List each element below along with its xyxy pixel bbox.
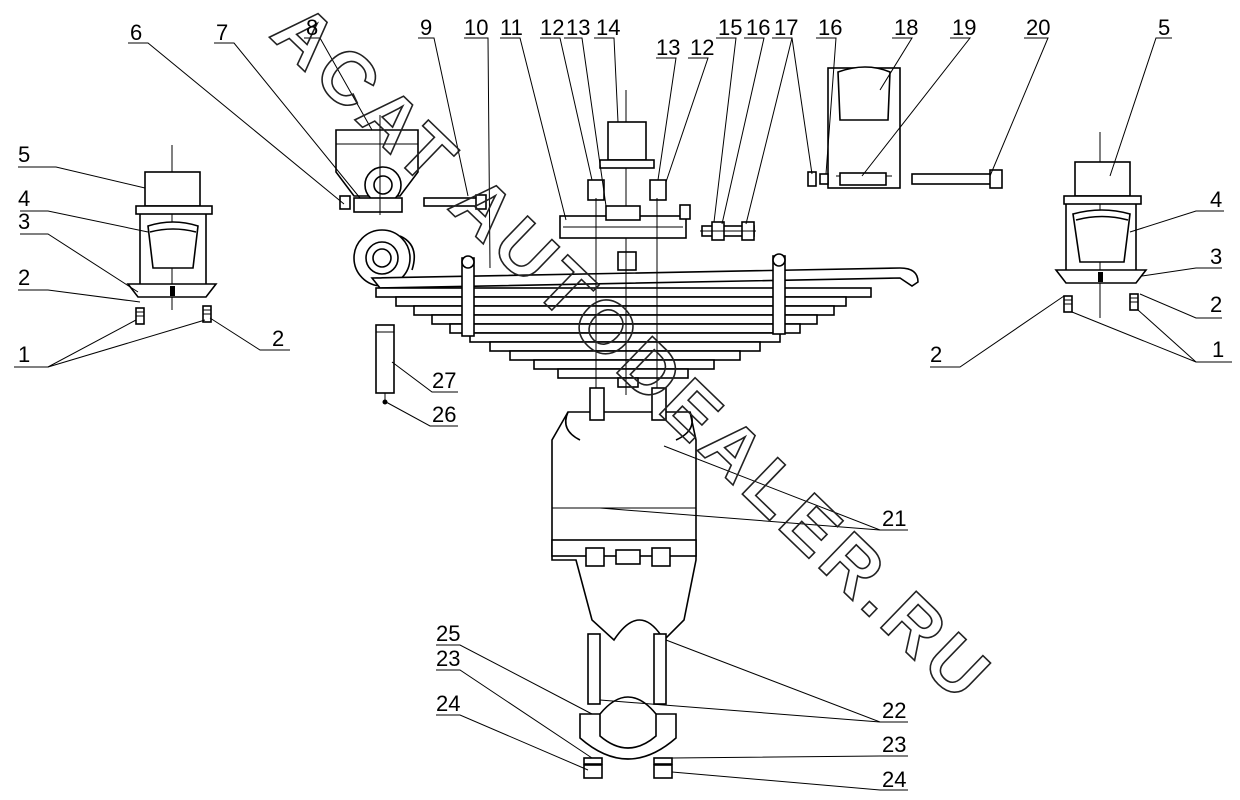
callout-3: 3 <box>1210 244 1222 269</box>
leader-lines <box>14 37 1232 791</box>
callout-17: 17 <box>774 15 798 40</box>
callout-16: 16 <box>746 15 770 40</box>
callout-13: 13 <box>566 15 590 40</box>
callout-1: 1 <box>1212 337 1224 362</box>
callout-23: 23 <box>436 646 460 671</box>
callout-26: 26 <box>432 402 456 427</box>
callout-5: 5 <box>1158 15 1170 40</box>
callout-6: 6 <box>130 20 142 45</box>
callout-10: 10 <box>464 15 488 40</box>
top-saddle-assembly <box>559 90 691 400</box>
callout-12: 12 <box>540 15 564 40</box>
axle-bracket <box>551 387 697 779</box>
front-bracket-assembly <box>335 115 487 215</box>
callout-5: 5 <box>18 142 30 167</box>
callout-21: 21 <box>882 506 906 531</box>
shackle-pin-assembly <box>375 324 395 405</box>
callout-20: 20 <box>1026 15 1050 40</box>
callout-23: 23 <box>882 732 906 757</box>
callout-22: 22 <box>882 698 906 723</box>
leaf-spring <box>353 229 919 388</box>
callout-2: 2 <box>18 265 30 290</box>
callout-8: 8 <box>306 15 318 40</box>
callout-15: 15 <box>718 15 742 40</box>
callout-11: 11 <box>500 15 523 40</box>
callout-labels: 1 2 3 4 5 2 6 7 8 9 10 11 12 13 14 13 12… <box>18 15 1224 792</box>
callout-27: 27 <box>432 368 456 393</box>
callout-24: 24 <box>436 691 460 716</box>
callout-2: 2 <box>930 342 942 367</box>
callout-24: 24 <box>882 767 906 792</box>
callout-13: 13 <box>656 35 680 60</box>
callout-2: 2 <box>1210 292 1222 317</box>
callout-16: 16 <box>818 15 842 40</box>
callout-2: 2 <box>272 326 284 351</box>
callout-1: 1 <box>18 342 30 367</box>
callout-9: 9 <box>420 15 432 40</box>
callout-19: 19 <box>952 15 976 40</box>
callout-3: 3 <box>18 209 30 234</box>
left-bumper-assembly <box>126 145 218 325</box>
callout-4: 4 <box>1210 187 1222 212</box>
callout-25: 25 <box>436 621 460 646</box>
callout-14: 14 <box>596 15 620 40</box>
bushing-pin-assembly <box>807 66 1003 189</box>
grease-fitting-assembly <box>700 221 756 241</box>
right-bumper-assembly <box>1054 132 1148 318</box>
callout-18: 18 <box>894 15 918 40</box>
callout-4: 4 <box>18 186 30 211</box>
callout-7: 7 <box>216 20 228 45</box>
callout-12: 12 <box>690 35 714 60</box>
